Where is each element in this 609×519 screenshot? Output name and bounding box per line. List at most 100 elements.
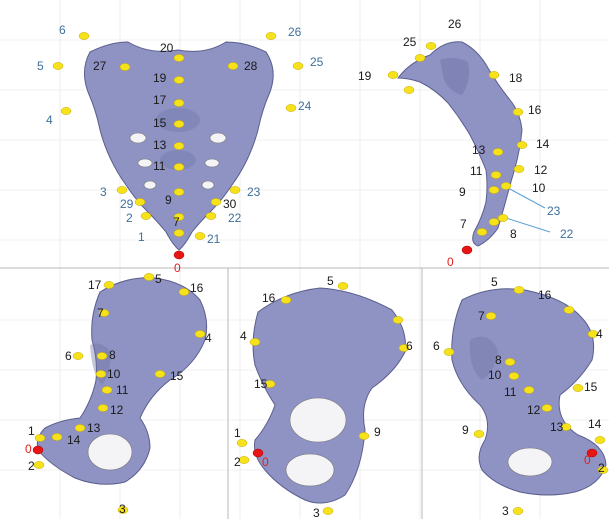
landmark-marker (293, 62, 303, 69)
label-sacrum-front-27: 27 (93, 59, 107, 73)
landmark-marker (174, 76, 184, 83)
label-pelvis-medial-16: 16 (538, 288, 552, 302)
landmark-marker (102, 386, 112, 393)
label-pelvis-front-0: 0 (262, 455, 269, 469)
landmark-marker (117, 186, 127, 193)
label-pelvis-front-15: 15 (254, 377, 268, 391)
landmark-marker (477, 228, 487, 235)
label-sacrum-front-17: 17 (153, 93, 167, 107)
label-sacrum-side-13: 13 (472, 143, 486, 157)
label-sacrum-front-5: 5 (37, 59, 44, 73)
label-sacrum-front-2: 2 (126, 211, 133, 225)
label-sacrum-side-18: 18 (509, 71, 523, 85)
label-pelvis-lateral-7: 7 (97, 306, 104, 320)
landmark-marker (174, 163, 184, 170)
landmark-marker (174, 99, 184, 106)
landmark-marker (404, 86, 414, 93)
label-sacrum-front-1: 1 (138, 230, 145, 244)
landmark-marker (179, 288, 189, 295)
label-sacrum-front-26: 26 (288, 25, 302, 39)
landmark-marker (34, 461, 44, 468)
label-pelvis-medial-0: 0 (584, 453, 591, 467)
label-sacrum-front-25: 25 (310, 55, 324, 69)
label-pelvis-lateral-2: 2 (28, 459, 35, 473)
label-sacrum-side-25: 25 (403, 35, 417, 49)
landmark-marker (96, 370, 106, 377)
landmark-marker (174, 54, 184, 61)
landmark-marker (211, 198, 221, 205)
landmark-marker (393, 316, 403, 323)
landmark-marker (174, 142, 184, 149)
label-sacrum-front-20: 20 (160, 41, 174, 55)
landmark-marker (338, 282, 348, 289)
label-pelvis-medial-9: 9 (462, 423, 469, 437)
label-pelvis-medial-10: 10 (488, 368, 502, 382)
landmark-marker (79, 32, 89, 39)
label-pelvis-lateral-16: 16 (190, 281, 204, 295)
label-pelvis-medial-4: 4 (596, 327, 603, 341)
landmark-marker (250, 338, 260, 345)
landmark-marker (97, 352, 107, 359)
label-pelvis-lateral-1: 1 (28, 424, 35, 438)
label-pelvis-lateral-10: 10 (107, 367, 121, 381)
label-pelvis-lateral-8: 8 (109, 348, 116, 362)
landmark-marker (323, 507, 333, 514)
landmark-marker (195, 232, 205, 239)
landmark-marker (415, 54, 425, 61)
landmark-marker (61, 107, 71, 114)
landmark-marker (237, 439, 247, 446)
label-pelvis-medial-12: 12 (527, 403, 541, 417)
label-pelvis-lateral-14: 14 (67, 433, 81, 447)
label-pelvis-lateral-0: 0 (25, 442, 32, 456)
pelvis-front-view (253, 288, 405, 503)
label-pelvis-lateral-13: 13 (87, 421, 101, 435)
landmark-marker (75, 424, 85, 431)
landmark-marker (98, 404, 108, 411)
label-sacrum-side-26: 26 (448, 17, 462, 31)
landmark-marker (489, 71, 499, 78)
label-sacrum-side-8: 8 (510, 227, 517, 241)
label-sacrum-front-28: 28 (244, 59, 258, 73)
landmark-marker (174, 188, 184, 195)
label-pelvis-medial-3: 3 (502, 504, 509, 518)
landmark-marker (498, 214, 508, 221)
landmark-marker (35, 434, 45, 441)
landmark-marker (104, 281, 114, 288)
label-pelvis-front-6: 6 (406, 339, 413, 353)
label-pelvis-medial-11: 11 (504, 385, 517, 399)
landmark-marker (489, 186, 499, 193)
label-sacrum-front-13: 13 (153, 138, 167, 152)
landmark-marker (52, 433, 62, 440)
landmark-marker (155, 370, 165, 377)
label-pelvis-front-4: 4 (240, 329, 247, 343)
label-sacrum-front-7: 7 (173, 215, 180, 229)
landmark-marker (514, 286, 524, 293)
label-pelvis-lateral-12: 12 (110, 403, 124, 417)
label-pelvis-medial-8: 8 (495, 353, 502, 367)
landmark-marker (120, 63, 130, 70)
label-sacrum-front-9: 9 (165, 193, 172, 207)
label-sacrum-side-11: 11 (470, 164, 483, 178)
label-pelvis-medial-6: 6 (433, 339, 440, 353)
landmark-marker (513, 507, 523, 514)
label-sacrum-front-21: 21 (207, 232, 221, 246)
label-sacrum-side-9: 9 (459, 185, 466, 199)
landmark-marker (228, 62, 238, 69)
origin-landmark-marker (174, 251, 184, 259)
label-sacrum-front-6: 6 (59, 23, 66, 37)
landmark-marker (230, 186, 240, 193)
label-pelvis-medial-13: 13 (550, 420, 564, 434)
landmark-marker (489, 218, 499, 225)
label-sacrum-front-15: 15 (153, 116, 167, 130)
label-pelvis-lateral-5: 5 (155, 272, 162, 286)
label-pelvis-lateral-3: 3 (119, 502, 126, 516)
landmark-marker (517, 141, 527, 148)
label-pelvis-medial-7: 7 (478, 309, 485, 323)
label-pelvis-lateral-6: 6 (65, 349, 72, 363)
label-sacrum-front-0: 0 (174, 261, 181, 275)
label-pelvis-front-2: 2 (234, 455, 241, 469)
label-sacrum-side-14: 14 (536, 137, 550, 151)
label-sacrum-front-22: 22 (228, 211, 242, 225)
label-sacrum-side-16: 16 (528, 103, 542, 117)
